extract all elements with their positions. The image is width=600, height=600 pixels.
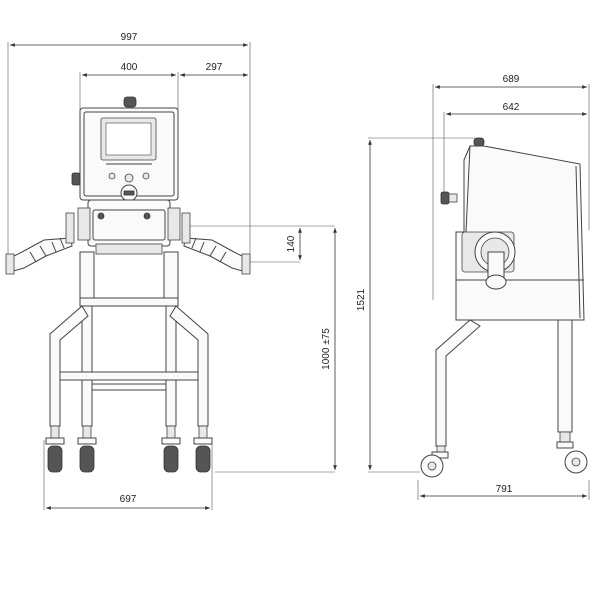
dim-front-base-width: 697: [120, 494, 137, 505]
side-view: 689 642 1521 791: [356, 74, 590, 500]
front-beacon-lamp: [123, 96, 137, 108]
dim-front-pipe-height: 140: [286, 235, 297, 252]
front-outlet-pipe: [181, 212, 251, 275]
front-stand-frame: [49, 251, 209, 439]
front-side-connector: [71, 172, 81, 186]
front-detector-head: [87, 199, 171, 247]
dim-front-body-width: 400: [121, 62, 138, 73]
dim-side-total-depth: 689: [503, 74, 520, 85]
front-view: 997 400 297 140 1000 ±75 697: [5, 32, 337, 510]
front-caster-wheels: [45, 437, 213, 473]
side-caster-wheels: [420, 441, 588, 478]
dim-side-body-depth: 642: [503, 102, 520, 113]
side-detector-aperture: [461, 231, 516, 290]
dim-front-pass-height: 1000 ±75: [321, 328, 332, 370]
dim-front-pipe-offset: 297: [206, 62, 223, 73]
side-beacon-lamp: [473, 137, 485, 147]
side-stand-frame: [435, 319, 573, 455]
front-inlet-pipe: [5, 212, 75, 275]
dim-side-total-height: 1521: [356, 288, 367, 311]
dim-front-total-width: 997: [121, 32, 138, 43]
side-connector: [440, 191, 450, 205]
dim-side-base-depth: 791: [496, 484, 513, 495]
